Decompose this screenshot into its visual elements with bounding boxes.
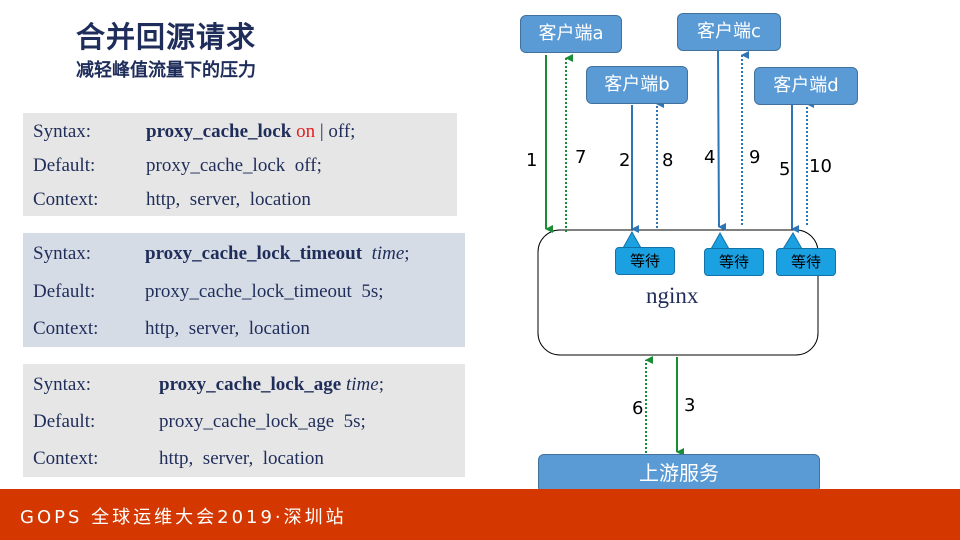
slide-subtitle: 减轻峰值流量下的压力 xyxy=(76,60,256,81)
wait-callout-d: 等待 xyxy=(776,248,836,276)
step-number-6: 6 xyxy=(632,398,644,419)
upstream-service-box: 上游服务 xyxy=(538,454,820,493)
nginx-label: nginx xyxy=(646,283,699,308)
slide-title: 合并回源请求 xyxy=(76,20,257,54)
context-value: http, server, location xyxy=(159,448,324,469)
step-number-2: 2 xyxy=(619,150,631,171)
syntax-end: ; xyxy=(378,374,384,395)
context-label: Context: xyxy=(33,318,99,339)
step-number-7: 7 xyxy=(575,147,587,168)
step-number-10: 10 xyxy=(809,156,832,177)
step-number-8: 8 xyxy=(662,150,674,171)
syntax-param: time xyxy=(346,374,379,395)
context-value: http, server, location xyxy=(145,318,310,339)
default-value: proxy_cache_lock off; xyxy=(146,155,322,176)
step-number-5: 5 xyxy=(779,159,791,180)
step-number-1: 1 xyxy=(526,150,538,171)
client-d-box: 客户端d xyxy=(754,67,858,105)
syntax-end: ; xyxy=(404,243,410,264)
default-value: proxy_cache_lock_timeout 5s; xyxy=(145,281,384,302)
client-b-box: 客户端b xyxy=(586,66,688,104)
syntax-value: proxy_cache_lock on | off; xyxy=(146,121,355,143)
directive-panel-proxy-cache-lock: Syntax: proxy_cache_lock on | off; Defau… xyxy=(23,113,457,216)
syntax-on-option: on xyxy=(296,121,316,142)
context-label: Context: xyxy=(33,448,99,469)
directive-name: proxy_cache_lock_timeout xyxy=(145,243,363,264)
default-label: Default: xyxy=(33,155,96,176)
footer-bar: GOPS 全球运维大会2019·深圳站 xyxy=(0,489,960,540)
step-number-4: 4 xyxy=(704,147,716,168)
footer-text: GOPS 全球运维大会2019·深圳站 xyxy=(20,507,347,528)
syntax-label: Syntax: xyxy=(33,121,92,142)
client-a-box: 客户端a xyxy=(520,15,622,53)
step-number-9: 9 xyxy=(749,147,761,168)
wait-callout-b: 等待 xyxy=(615,247,675,275)
context-value: http, server, location xyxy=(146,189,311,210)
syntax-label: Syntax: xyxy=(33,243,92,264)
arrow-4 xyxy=(717,48,727,231)
syntax-value: proxy_cache_lock_timeout time; xyxy=(145,243,410,265)
context-label: Context: xyxy=(33,189,99,210)
directive-panel-proxy-cache-lock-age: Syntax: proxy_cache_lock_age time; Defau… xyxy=(23,364,465,477)
syntax-value: proxy_cache_lock_age time; xyxy=(159,374,384,396)
client-c-box: 客户端c xyxy=(677,13,781,51)
step-number-3: 3 xyxy=(684,395,696,416)
wait-callout-c: 等待 xyxy=(704,248,764,276)
syntax-param: time xyxy=(371,243,405,264)
default-label: Default: xyxy=(33,411,96,432)
default-value: proxy_cache_lock_age 5s; xyxy=(159,411,366,432)
syntax-off-option: | off; xyxy=(315,121,356,142)
directive-panel-proxy-cache-lock-timeout: Syntax: proxy_cache_lock_timeout time; D… xyxy=(23,233,465,347)
syntax-label: Syntax: xyxy=(33,374,92,395)
directive-name: proxy_cache_lock_age xyxy=(159,374,342,395)
default-label: Default: xyxy=(33,281,96,302)
directive-name: proxy_cache_lock xyxy=(146,121,292,142)
